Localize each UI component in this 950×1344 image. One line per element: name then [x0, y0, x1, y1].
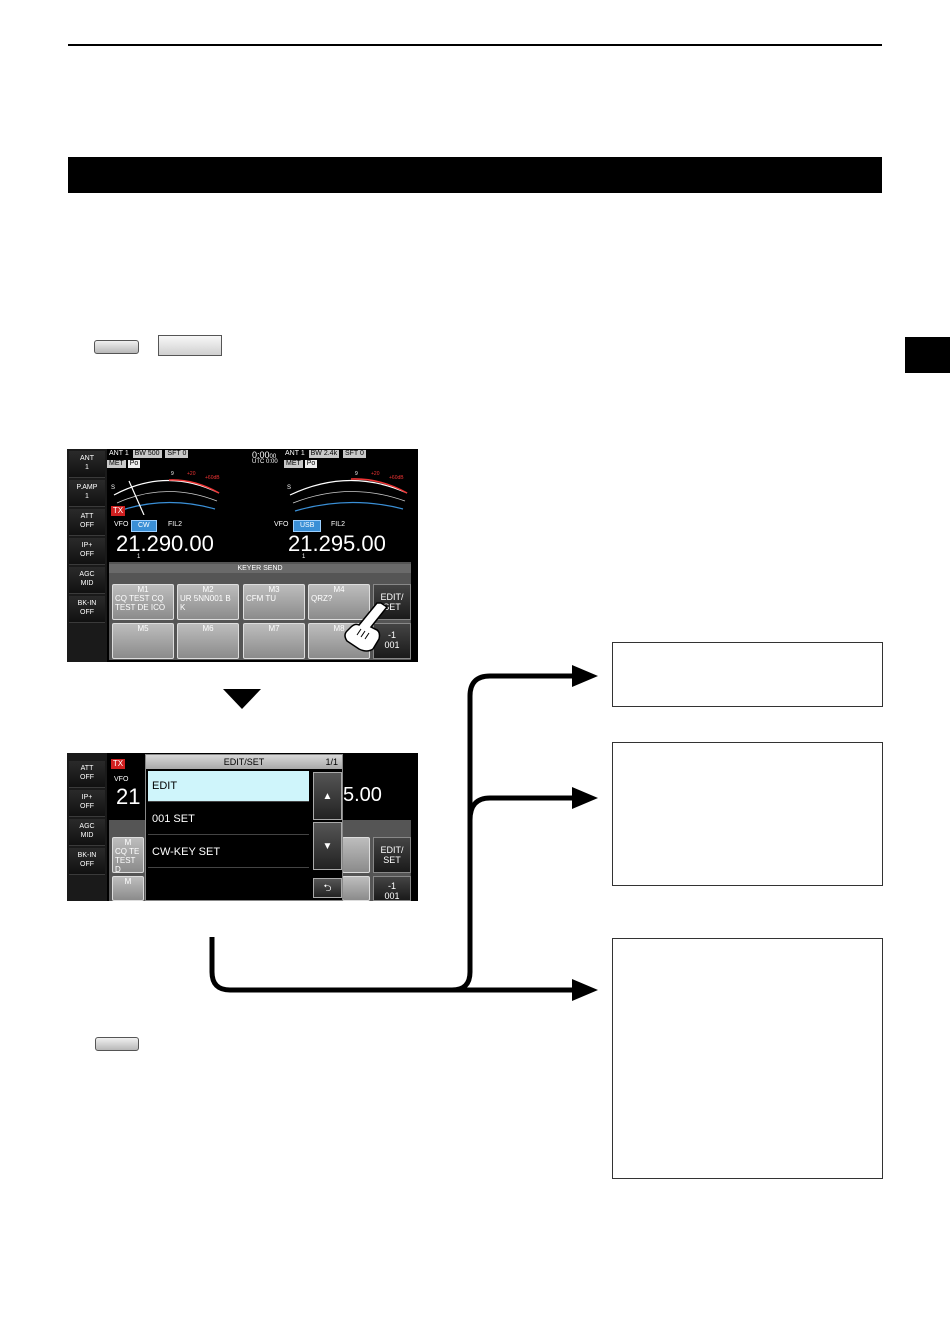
- clock: 0:0000: [252, 450, 277, 460]
- main-vfo-label: VFO: [114, 521, 129, 528]
- utc-clock: UTC 0:00: [252, 459, 278, 465]
- main-freq-sub: 1: [137, 554, 141, 560]
- down-arrow-icon: [223, 689, 261, 709]
- main-filter: FIL2: [168, 521, 183, 528]
- main-s-meter: S 9 +20 +60dB: [111, 471, 220, 515]
- arrowhead-1: [572, 665, 598, 687]
- memory-button-behind-3: [342, 837, 370, 873]
- pointing-hand-icon: [344, 602, 389, 652]
- main-mode-cw[interactable]: CW: [131, 520, 157, 532]
- section-title-bar: [68, 157, 882, 193]
- vfo-label-2: VFO: [114, 776, 129, 783]
- edit-set-button-2[interactable]: EDIT/ SET: [373, 837, 411, 873]
- chapter-tab: [905, 337, 950, 373]
- sub-mode-usb[interactable]: USB: [293, 520, 322, 532]
- edit-set-menu: EDIT/SET 1/1 EDIT 001 SET CW-KEY SET ▲ ▼…: [145, 754, 343, 901]
- connector-to-box-2: [467, 795, 575, 821]
- return-button[interactable]: ⮌: [313, 878, 342, 898]
- header-rule: [68, 44, 882, 46]
- keyer-send-title: KEYER SEND: [109, 564, 411, 573]
- edit-set-menu-header: EDIT/SET 1/1: [146, 755, 342, 769]
- menu-item-cw-key-set[interactable]: CW-KEY SET: [148, 837, 309, 868]
- memory-button-behind-2: M: [112, 876, 144, 901]
- scroll-down-button[interactable]: ▼: [313, 822, 342, 870]
- sub-frequency: 21.295.00: [288, 531, 386, 556]
- main-sft-chip: SFT 0: [165, 450, 189, 458]
- memory-m6-button[interactable]: M6: [177, 623, 239, 659]
- main-met: MET Po: [107, 460, 141, 468]
- sub-header: ANT 1 BW 2.4k SFT 0: [285, 450, 366, 458]
- sub-filter: FIL2: [331, 521, 346, 528]
- counter-button[interactable]: -1 001: [373, 623, 411, 659]
- arrowhead-3: [572, 979, 598, 1001]
- edit-set-menu-page: 1/1: [325, 757, 338, 767]
- sub-vfo-label: VFO: [274, 521, 289, 528]
- tx-indicator: TX: [111, 506, 125, 516]
- ip-plus-button[interactable]: IP+OFF: [69, 538, 105, 565]
- menu-item-edit[interactable]: EDIT: [148, 771, 309, 802]
- key-button-1: [94, 340, 139, 354]
- memory-button-behind-4: [342, 876, 370, 901]
- memory-m7-button[interactable]: M7: [243, 623, 305, 659]
- main-header: ANT 1 BW 500 SFT 0: [109, 450, 189, 458]
- svg-text:+20: +20: [371, 471, 380, 477]
- description-box-3: [612, 938, 883, 1179]
- key-button-2: [158, 335, 222, 356]
- connector-to-box-1: [209, 673, 575, 993]
- svg-text:S: S: [287, 485, 291, 491]
- description-box-1: [612, 642, 883, 707]
- sub-s-meter: S 9 +20 +60dB: [287, 471, 408, 512]
- menu-item-001-set[interactable]: 001 SET: [148, 804, 309, 835]
- arrowhead-2: [572, 787, 598, 809]
- sub-frequency-partial: 5.00: [343, 784, 382, 806]
- svg-text:9: 9: [355, 471, 358, 477]
- sub-freq-sub: 1: [302, 554, 306, 560]
- main-frequency: 21.290.00: [116, 531, 214, 556]
- svg-text:S: S: [111, 485, 115, 491]
- description-box-2: [612, 742, 883, 886]
- edit-set-menu-title: EDIT/SET: [223, 757, 265, 767]
- main-ant: ANT 1: [109, 450, 129, 457]
- scroll-up-button[interactable]: ▲: [313, 772, 342, 820]
- memory-m5-button[interactable]: M5: [112, 623, 174, 659]
- sub-met: MET Po: [284, 460, 318, 468]
- counter-button-2[interactable]: -1 001: [373, 876, 411, 901]
- svg-text:+60dB: +60dB: [205, 475, 220, 481]
- tx-indicator-2: TX: [111, 759, 125, 769]
- svg-text:+60dB: +60dB: [389, 475, 404, 481]
- main-bw-chip: BW 500: [132, 450, 162, 458]
- svg-text:+20: +20: [187, 471, 196, 477]
- key-button-3: [95, 1037, 139, 1051]
- ip-plus-button-2[interactable]: IP+OFF: [69, 790, 105, 817]
- main-frequency-partial: 21: [116, 784, 141, 809]
- svg-text:9: 9: [171, 471, 174, 477]
